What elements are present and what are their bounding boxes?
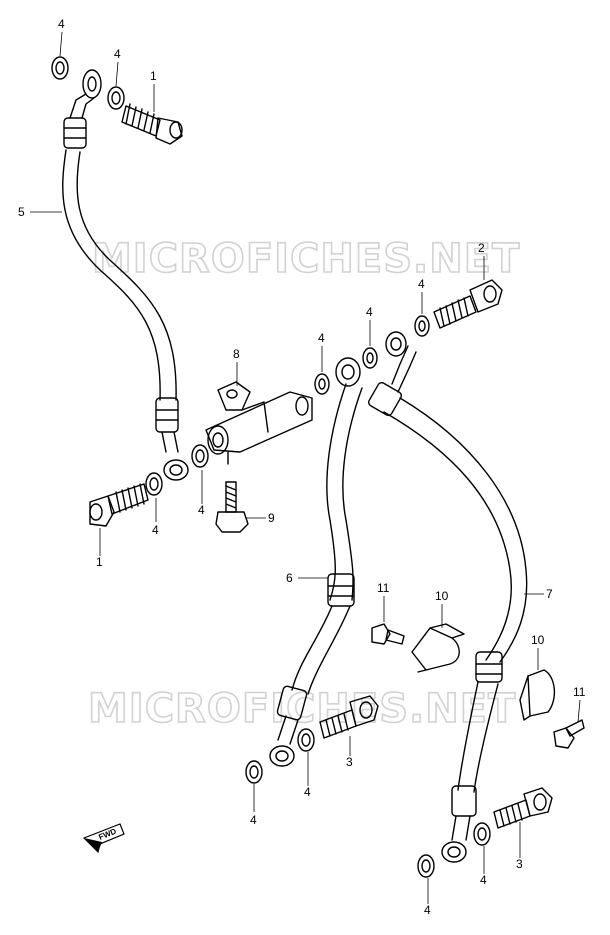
label-hose: 5 bbox=[18, 205, 25, 219]
washer-bottom-2 bbox=[417, 854, 435, 878]
label-bolt: 1 bbox=[96, 555, 103, 569]
label-clamp: 10 bbox=[435, 589, 449, 603]
label-bolt: 1 bbox=[150, 69, 157, 83]
brake-hose-left bbox=[62, 69, 189, 481]
fwd-arrow: FWD bbox=[82, 823, 125, 854]
label-bolt: 3 bbox=[346, 755, 353, 769]
label-washer: 4 bbox=[418, 277, 425, 291]
hose-clamp-right bbox=[519, 669, 555, 721]
label-washer: 4 bbox=[250, 813, 257, 827]
banjo-bolt-left bbox=[89, 483, 149, 527]
washer-mid-1 bbox=[297, 728, 315, 752]
washer-top-1 bbox=[51, 56, 69, 80]
label-hose: 7 bbox=[546, 587, 553, 601]
washer-bottom-1 bbox=[473, 822, 491, 846]
label-clamp-bolt: 11 bbox=[573, 685, 586, 699]
label-washer: 4 bbox=[366, 305, 373, 319]
label-washer: 4 bbox=[318, 331, 325, 345]
label-joint-bolt: 9 bbox=[268, 511, 275, 525]
washer-right-2 bbox=[414, 315, 430, 337]
label-washer: 4 bbox=[152, 523, 159, 537]
clamp-bolt-right bbox=[553, 719, 585, 749]
joint-bolt bbox=[215, 481, 249, 533]
banjo-bolt-bottom bbox=[493, 787, 553, 829]
banjo-bolt-right bbox=[433, 279, 503, 329]
banjo-bolt-mid bbox=[319, 695, 379, 739]
label-bolt: 3 bbox=[516, 857, 523, 871]
banjo-bolt-top bbox=[121, 103, 183, 145]
washer-joint bbox=[314, 373, 330, 395]
clamp-bolt-left bbox=[371, 623, 405, 645]
brake-hose-middle bbox=[269, 357, 363, 767]
label-washer: 4 bbox=[114, 47, 121, 61]
washer-mid-2 bbox=[245, 760, 263, 784]
label-washer: 4 bbox=[198, 503, 205, 517]
washer-left-2 bbox=[191, 444, 209, 468]
washer-left-1 bbox=[145, 472, 163, 496]
washer-right-1 bbox=[362, 347, 378, 369]
label-hose: 6 bbox=[286, 571, 293, 585]
label-clamp-bolt: 11 bbox=[377, 581, 390, 595]
watermark-bottom: MICROFICHES.NET bbox=[88, 686, 516, 732]
label-clamp: 10 bbox=[531, 633, 545, 647]
label-washer: 4 bbox=[480, 873, 487, 887]
label-bolt: 2 bbox=[478, 241, 485, 255]
label-joint: 8 bbox=[233, 347, 240, 361]
hose-clamp-left bbox=[411, 623, 465, 673]
brake-hose-right bbox=[368, 331, 528, 863]
label-washer: 4 bbox=[304, 785, 311, 799]
label-washer: 4 bbox=[424, 903, 431, 917]
watermark-top: MICROFICHES.NET bbox=[92, 236, 520, 282]
brake-hose-joint bbox=[205, 381, 313, 465]
washer-top-2 bbox=[107, 86, 125, 110]
label-washer: 4 bbox=[58, 17, 65, 31]
